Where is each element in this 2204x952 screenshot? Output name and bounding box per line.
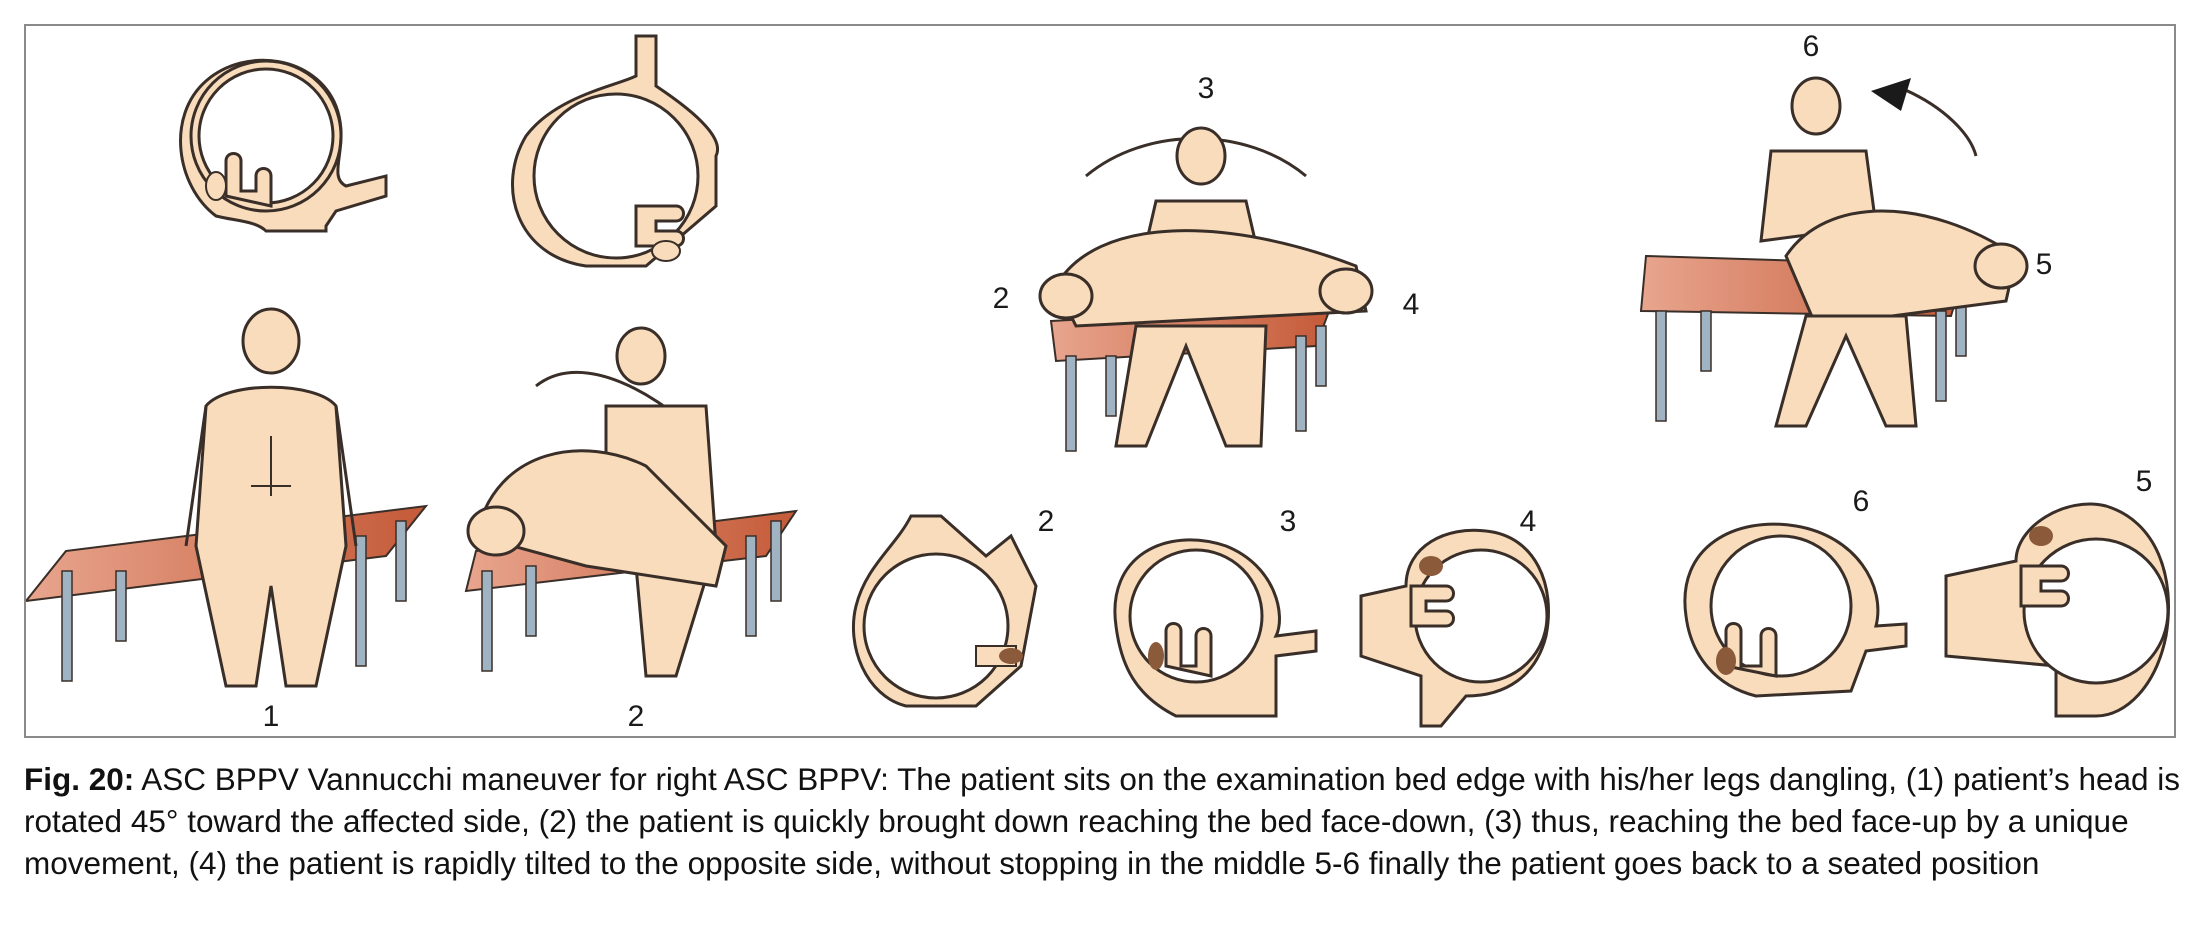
caption-label: Fig. 20: xyxy=(24,761,135,797)
label-position-2-left: 2 xyxy=(628,700,645,733)
figure-panel: 1 2 3 2 4 6 5 2 3 4 6 5 xyxy=(24,24,2176,738)
canal-diagram-5 xyxy=(1944,502,2170,718)
label-position-5-right: 5 xyxy=(2036,248,2053,281)
canal-diagram-3 xyxy=(1113,538,1318,718)
patient-positions-2-3-4 xyxy=(1038,126,1374,452)
label-canal-5: 5 xyxy=(2136,465,2153,498)
canal-diagram-pos1-top xyxy=(179,58,388,233)
canal-diagram-pos2-top xyxy=(511,34,720,268)
label-canal-2: 2 xyxy=(1038,505,1055,538)
patient-positions-6-5 xyxy=(1639,76,2029,428)
canal-diagram-4 xyxy=(1359,528,1550,728)
label-position-2-center: 2 xyxy=(993,282,1010,315)
patient-facedown-pos2 xyxy=(464,326,799,678)
label-canal-3: 3 xyxy=(1280,505,1297,538)
label-position-1: 1 xyxy=(263,700,280,733)
maneuver-illustration: 1 2 3 2 4 6 5 2 3 4 6 5 xyxy=(26,30,2170,733)
label-position-4-center: 4 xyxy=(1403,288,1420,321)
caption-text: ASC BPPV Vannucchi maneuver for right AS… xyxy=(24,761,2181,881)
label-canal-6: 6 xyxy=(1853,485,1870,518)
label-canal-4: 4 xyxy=(1520,505,1537,538)
label-position-6-right: 6 xyxy=(1803,30,1820,63)
patient-seated-pos1 xyxy=(26,307,429,688)
figure-caption: Fig. 20: ASC BPPV Vannucchi maneuver for… xyxy=(24,758,2184,884)
canal-diagram-2 xyxy=(851,514,1038,708)
label-position-3-center: 3 xyxy=(1198,72,1215,105)
canal-diagram-6 xyxy=(1683,522,1908,698)
